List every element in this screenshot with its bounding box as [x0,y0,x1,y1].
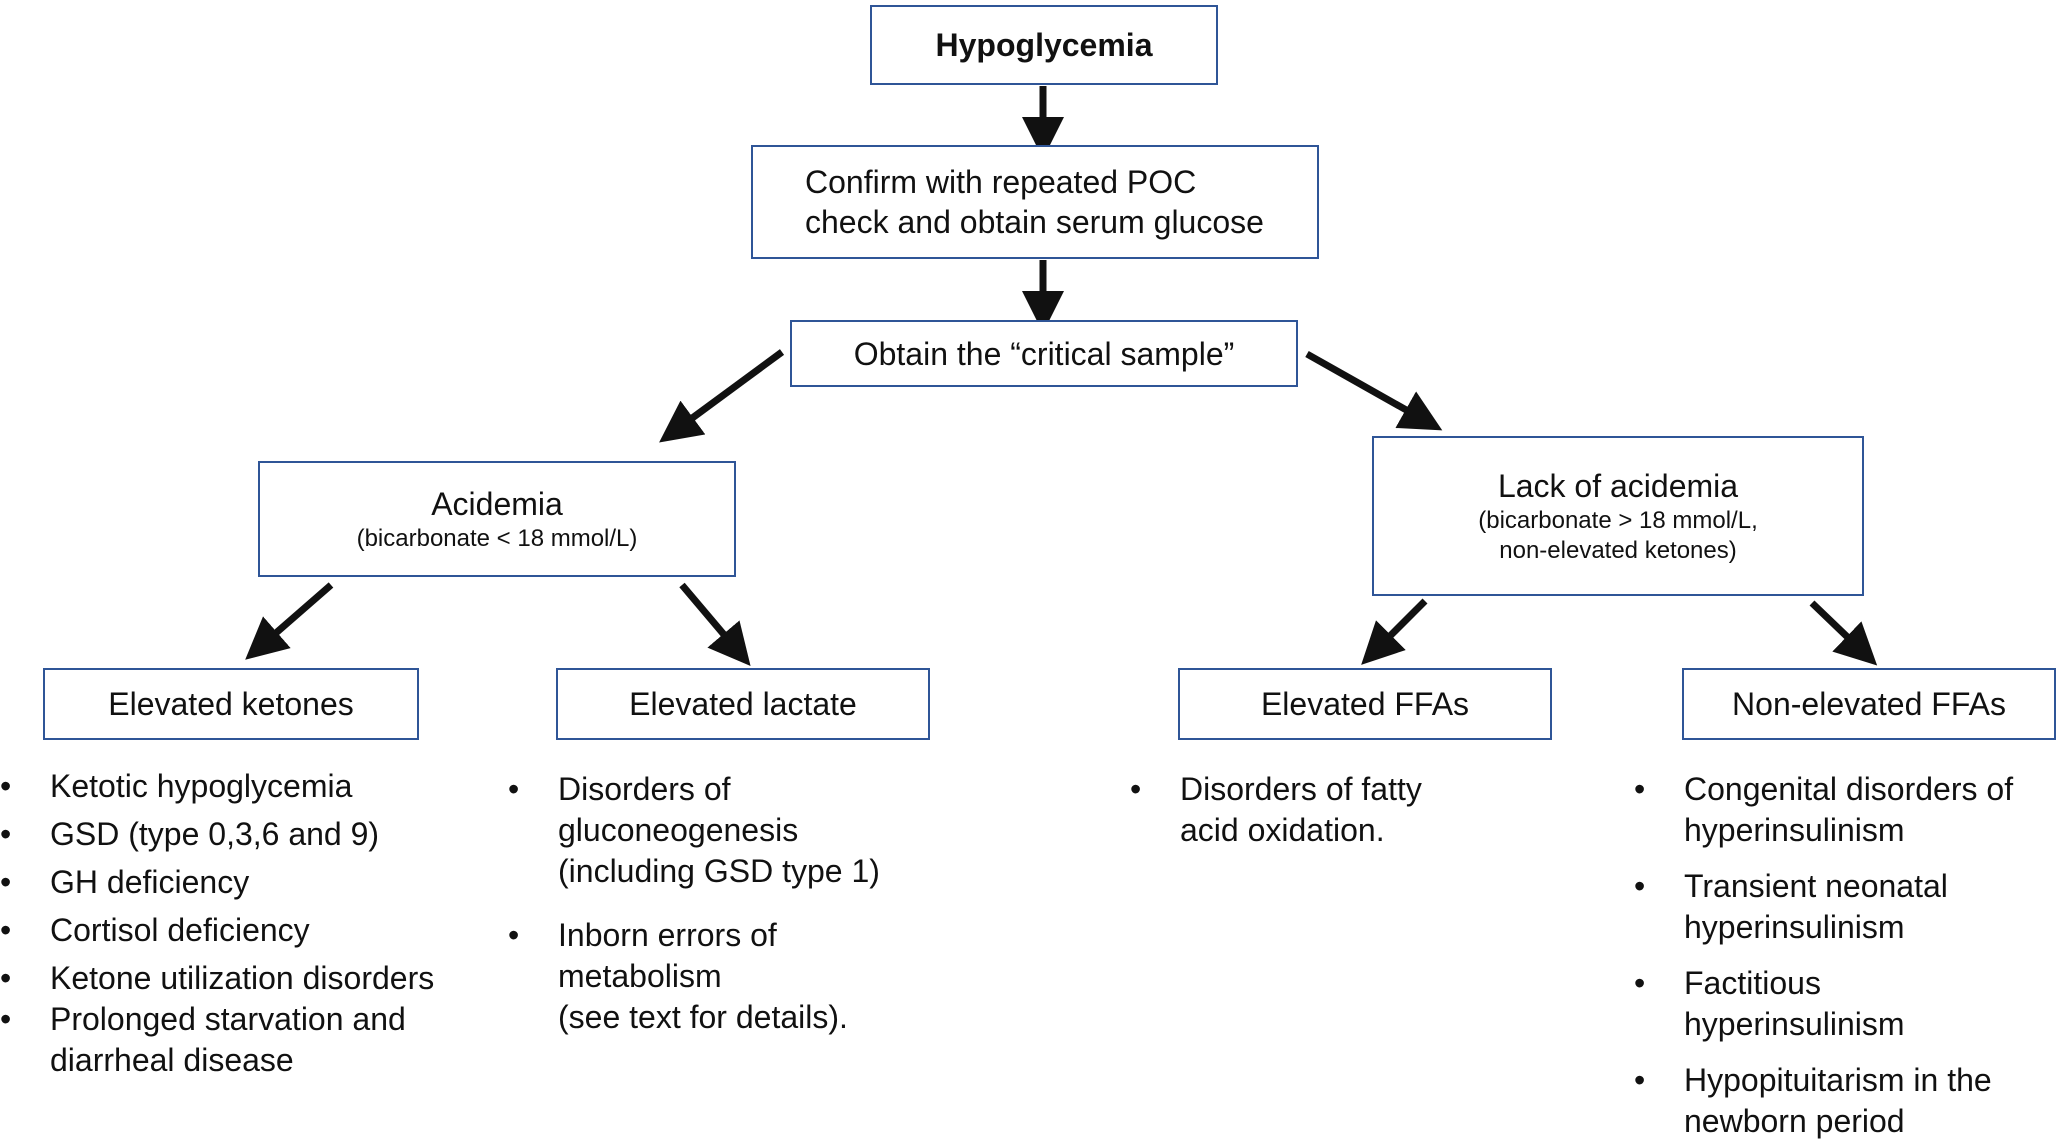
non-elevated-ffas-label: Non-elevated FFAs [1732,686,2006,722]
list-item-line: hyperinsulinism [1684,909,1905,945]
list-item-line: Ketotic hypoglycemia [50,768,353,804]
list-item: Transient neonatal hyperinsulinism [1634,866,2059,948]
list-item-line: acid oxidation. [1180,812,1385,848]
list-item-line: Inborn errors of [558,917,777,953]
list-item: Factitious hyperinsulinism [1634,963,2059,1045]
list-item: Disorders of fatty acid oxidation. [1130,769,1550,851]
list-item-line: (see text for details). [558,999,848,1035]
arrow-critical-sample-to-lack-acidemia [1305,350,1443,431]
arrow-acidemia-to-lactate [679,582,751,667]
acidemia-title: Acidemia [431,486,563,522]
ketones-causes-list: Ketotic hypoglycemia GSD (type 0,3,6 and… [0,766,520,1081]
confirm-line-1: Confirm with repeated POC [805,164,1197,200]
list-item-line: gluconeogenesis [558,812,799,848]
elevated-ketones-box: Elevated ketones [43,668,419,740]
elevated-ffas-box: Elevated FFAs [1178,668,1552,740]
list-item-line: Hypopituitarism in the [1684,1062,1992,1098]
list-item: Hypopituitarism in the newborn period [1634,1060,2059,1142]
elevated-ffas-label: Elevated FFAs [1260,686,1470,722]
list-item: Congenital disorders of hyperinsulinism [1634,769,2059,851]
list-item-line: Cortisol deficiency [50,912,310,948]
critical-sample-box: Obtain the “critical sample” [790,320,1298,387]
non-ffas-causes-list: Congenital disorders of hyperinsulinism T… [1634,769,2059,1142]
list-item-line: Congenital disorders of [1684,771,2014,807]
list-item-line: GSD (type 0,3,6 and 9) [50,816,380,852]
list-item-line: GH deficiency [50,864,250,900]
elevated-lactate-box: Elevated lactate [556,668,930,740]
list-item-line: Ketone utilization disorders [50,960,435,996]
list-item: Inborn errors of metabolism (see text for … [508,915,938,1038]
list-item-line: Disorders of fatty [1180,771,1422,807]
hypoglycemia-label: Hypoglycemia [935,27,1153,63]
list-item-line: Factitious [1684,965,1821,1001]
acidemia-box: Acidemia (bicarbonate < 18 mmol/L) [258,461,736,577]
hypoglycemia-box: Hypoglycemia [870,5,1218,85]
lack-acidemia-title: Lack of acidemia [1497,468,1739,504]
critical-sample-label: Obtain the “critical sample” [853,335,1235,372]
list-item: Disorders of gluconeogenesis (including GS… [508,769,938,892]
lack-acidemia-box: Lack of acidemia (bicarbonate > 18 mmol/… [1372,436,1864,596]
lactate-causes-list: Disorders of gluconeogenesis (including GS… [508,769,938,1038]
list-item-line: Disorders of [558,771,731,807]
list-item-line: hyperinsulinism [1684,812,1905,848]
elevated-ketones-label: Elevated ketones [108,686,354,722]
confirm-line-2: check and obtain serum glucose [805,204,1264,240]
lack-acidemia-subtitle-line-2: non-elevated ketones) [1499,537,1737,564]
arrow-lack-acidemia-to-elevated-ffas [1361,598,1428,665]
elevated-lactate-label: Elevated lactate [629,686,857,722]
non-elevated-ffas-box: Non-elevated FFAs [1682,668,2056,740]
arrow-lack-acidemia-to-non-elevated-ffas [1809,600,1878,666]
lack-acidemia-subtitle-line-1: (bicarbonate > 18 mmol/L, [1478,507,1758,534]
list-item: GH deficiency [0,862,520,903]
ffas-causes-list: Disorders of fatty acid oxidation. [1130,769,1550,851]
arrow-acidemia-to-ketones [245,582,334,660]
confirm-box: Confirm with repeated POC check and obta… [751,145,1319,259]
list-item-line: newborn period [1684,1103,1905,1139]
list-item: Prolonged starvation and diarrheal diseas… [0,999,520,1081]
acidemia-subtitle: (bicarbonate < 18 mmol/L) [356,525,638,552]
list-item-line: diarrheal disease [50,1042,294,1078]
list-item: Cortisol deficiency [0,910,520,951]
arrow-critical-sample-to-acidemia [659,349,785,443]
list-item-line: (including GSD type 1) [558,853,880,889]
list-item-line: metabolism [558,958,722,994]
list-item-line: Transient neonatal [1684,868,1948,904]
list-item: Ketone utilization disorders [0,958,520,999]
list-item-line: hyperinsulinism [1684,1006,1905,1042]
list-item: GSD (type 0,3,6 and 9) [0,814,520,855]
list-item-line: Prolonged starvation and [50,1001,406,1037]
list-item: Ketotic hypoglycemia [0,766,520,807]
